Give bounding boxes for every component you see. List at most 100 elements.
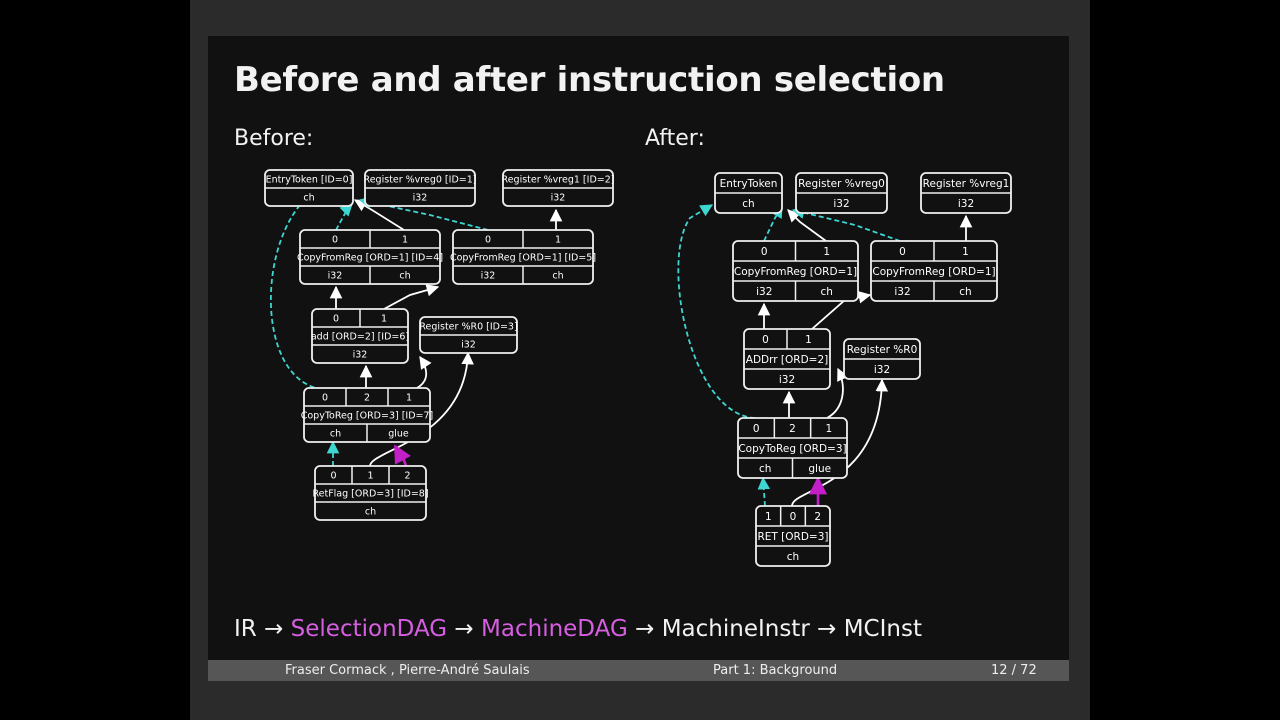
- node-value-type: i32: [413, 192, 428, 203]
- node-operand-index: 1: [406, 392, 412, 403]
- node-label: CopyFromReg [ORD=1]: [734, 266, 857, 278]
- node-label: ADDrr [ORD=2]: [746, 354, 828, 366]
- before-node-add: 0 1 add [ORD=2] [ID=6] i32: [311, 308, 409, 364]
- pipeline-stage: SelectionDAG: [290, 616, 448, 642]
- nodes-layer: EntryToken [ID=0] ch Register %vreg0 [ID=1…: [264, 169, 1012, 567]
- node-value-type: ch: [303, 192, 314, 203]
- node-operand-index: 1: [367, 470, 373, 481]
- node-value-type: ch: [759, 463, 771, 475]
- node-value-type: ch: [959, 286, 971, 298]
- node-operand-index: 2: [789, 423, 796, 435]
- node-operand-index: 2: [404, 470, 410, 481]
- node-operand-index: 1: [805, 334, 812, 346]
- node-value-type: i32: [874, 364, 890, 376]
- node-value-type: i32: [894, 286, 910, 298]
- after-edge-chain: [757, 476, 771, 507]
- node-label: RetFlag [ORD=3] [ID=8]: [312, 488, 428, 499]
- node-operand-index: 1: [825, 423, 832, 435]
- node-label: Register %vreg0 [ID=1]: [364, 174, 477, 185]
- after-edge-data: [826, 367, 849, 419]
- after-node-vreg1: Register %vreg1 i32: [920, 172, 1012, 214]
- node-box: [314, 465, 427, 521]
- after-edge-chain: [677, 204, 756, 419]
- node-value-type: i32: [756, 286, 772, 298]
- node-label: EntryToken [ID=0]: [266, 174, 353, 185]
- node-value-type: i32: [958, 198, 974, 210]
- footer-section: Part 1: Background: [713, 663, 838, 678]
- node-value-type: i32: [328, 270, 343, 281]
- node-value-type: ch: [330, 428, 341, 439]
- before-edge-chain: [335, 203, 353, 231]
- node-label: CopyFromReg [ORD=1] [ID=4]: [297, 252, 443, 263]
- before-edge-data: [412, 355, 432, 391]
- node-value-type: ch: [787, 551, 799, 563]
- slide-title: Before and after instruction selection: [234, 60, 945, 100]
- node-label: add [ORD=2] [ID=6]: [311, 331, 409, 342]
- node-operand-index: 0: [761, 246, 768, 258]
- node-label: RET [ORD=3]: [758, 531, 829, 543]
- node-label: CopyToReg [ORD=3]: [738, 443, 846, 455]
- node-value-type: i32: [551, 192, 566, 203]
- node-value-type: glue: [388, 428, 409, 439]
- footer-bar: Fraser Cormack , Pierre-André Saulais Pa…: [208, 660, 1069, 681]
- node-label: CopyToReg [ORD=3] [ID=7]: [301, 410, 434, 421]
- node-label: Register %vreg1: [923, 178, 1010, 190]
- after-node-r0: Register %R0 i32: [843, 338, 921, 380]
- after-edge-chain: [791, 206, 901, 242]
- pipeline-arrow: →: [447, 616, 482, 642]
- node-operand-index: 1: [823, 246, 830, 258]
- node-value-type: ch: [742, 198, 754, 210]
- before-edge-chain: [269, 193, 352, 391]
- node-value-type: ch: [821, 286, 833, 298]
- node-operand-index: 1: [555, 234, 561, 245]
- before-edge-data: [383, 284, 440, 310]
- node-operand-index: 1: [765, 511, 772, 523]
- node-operand-index: 0: [333, 313, 339, 324]
- node-operand-index: 1: [962, 246, 969, 258]
- node-value-type: ch: [365, 506, 376, 517]
- node-value-type: glue: [808, 463, 831, 475]
- node-operand-index: 0: [899, 246, 906, 258]
- edges-layer: [269, 193, 973, 507]
- footer-page-number: 12 / 72: [991, 663, 1037, 678]
- node-label: EntryToken: [720, 178, 778, 190]
- after-edge-data: [787, 209, 827, 242]
- node-label: Register %R0: [847, 344, 918, 356]
- node-operand-index: 0: [322, 392, 328, 403]
- node-operand-index: 1: [402, 234, 408, 245]
- node-operand-index: 1: [381, 313, 387, 324]
- footer-authors: Fraser Cormack , Pierre-André Saulais: [285, 663, 530, 678]
- pipeline-text: IR → SelectionDAG → MachineDAG → Machine…: [234, 616, 922, 642]
- node-box: [755, 505, 831, 567]
- before-label: Before:: [234, 126, 314, 151]
- pipeline-stage: MachineInstr: [661, 616, 810, 642]
- node-label: Register %vreg0: [798, 178, 885, 190]
- node-label: Register %vreg1 [ID=2]: [502, 174, 615, 185]
- before-node-r0: Register %R0 [ID=3]i32: [419, 316, 518, 354]
- before-node-vreg1: Register %vreg1 [ID=2] i32: [502, 169, 615, 207]
- pipeline-stage: IR: [234, 616, 257, 642]
- node-operand-index: 0: [762, 334, 769, 346]
- node-value-type: i32: [353, 349, 368, 360]
- node-operand-index: 2: [364, 392, 370, 403]
- before-node-vreg0: Register %vreg0 [ID=1] i32: [364, 169, 477, 207]
- node-label: CopyFromReg [ORD=1]: [872, 266, 995, 278]
- node-value-type: i32: [461, 339, 476, 350]
- pipeline-arrow: →: [256, 616, 291, 642]
- pipeline-arrow: →: [627, 616, 662, 642]
- pipeline-arrow: →: [809, 616, 844, 642]
- node-operand-index: 0: [330, 470, 336, 481]
- node-label: CopyFromReg [ORD=1] [ID=5]: [450, 252, 596, 263]
- node-operand-index: 0: [753, 423, 760, 435]
- node-value-type: ch: [399, 270, 410, 281]
